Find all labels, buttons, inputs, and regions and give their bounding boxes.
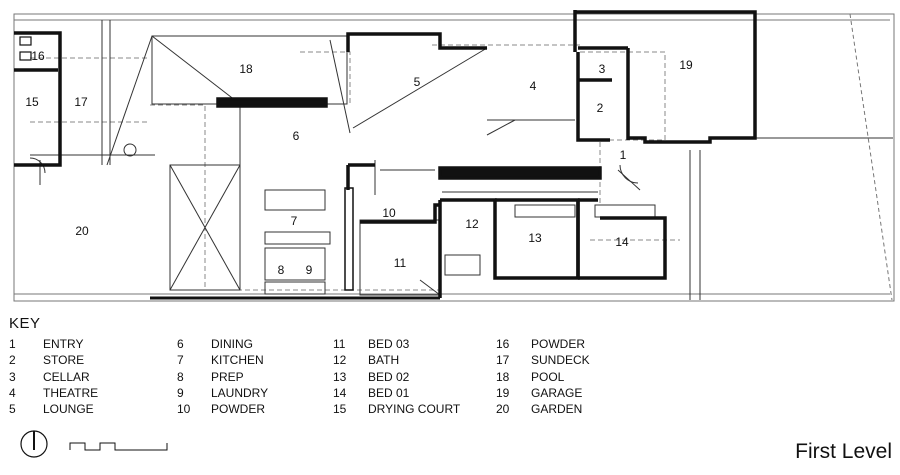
key-room-name: BED 01: [368, 385, 410, 400]
room-label: 10: [382, 206, 396, 220]
room-label: 19: [679, 58, 693, 72]
room-labels: 1 2 3 4 5 6 7 8 9 10 11 12 13 14 15 16 1…: [25, 49, 693, 277]
scale-bar: [69, 442, 168, 451]
key-room-name: THEATRE: [43, 385, 99, 400]
key-number: 19: [496, 385, 510, 400]
key-item: 9 LAUNDRY: [177, 385, 268, 401]
room-label: 5: [414, 75, 421, 89]
room-label: 3: [599, 62, 606, 76]
key-item: 3 CELLAR: [9, 369, 98, 385]
room-label: 15: [25, 95, 39, 109]
key-number: 20: [496, 402, 510, 417]
walls: [14, 10, 757, 300]
room-label: 6: [293, 129, 300, 143]
site-boundary: [13, 13, 895, 302]
key-room-name: BED 03: [368, 337, 410, 351]
room-label: 18: [239, 62, 253, 76]
room-label: 20: [75, 224, 89, 238]
north-arrow-icon: [20, 430, 48, 458]
key-number: 14: [333, 385, 347, 400]
key-number: 15: [333, 402, 347, 417]
key-number: 11: [333, 337, 346, 351]
key-item: 8 PREP: [177, 369, 268, 385]
level-title: First Level: [795, 440, 892, 463]
key-number: 4: [9, 385, 16, 400]
key-room-name: POOL: [531, 369, 565, 384]
key-item: 4 THEATRE: [9, 385, 98, 401]
key-number: 3: [9, 369, 16, 384]
key-room-name: CELLAR: [43, 369, 90, 384]
key-item: 10 POWDER: [177, 401, 268, 417]
key-column: 11 BED 03 12 BATH 13 BED 02 14 BED 01 15 DRYI…: [333, 336, 460, 417]
key-column: 1 ENTRY 2 STORE 3 CELLAR 4 THEATRE 5 LOUNGE: [9, 336, 98, 417]
key-item: 7 KITCHEN: [177, 352, 268, 368]
key-item: 13 BED 02: [333, 369, 460, 385]
key-room-name: POWDER: [531, 337, 585, 351]
key-item: 11 BED 03: [333, 336, 460, 352]
room-label: 7: [291, 214, 298, 228]
key-item: 17 SUNDECK: [496, 352, 590, 368]
key-item: 15 DRYING COURT: [333, 401, 460, 417]
key-number: 7: [177, 353, 184, 368]
key-room-name: LOUNGE: [43, 402, 94, 417]
key-room-name: STORE: [43, 353, 85, 368]
key-number: 17: [496, 353, 510, 368]
key-column: 6 DINING 7 KITCHEN 8 PREP 9 LAUNDRY 10 POWDER: [177, 336, 268, 417]
key-number: 12: [333, 353, 347, 368]
room-label: 12: [465, 217, 479, 231]
key-room-name: POWDER: [211, 402, 265, 417]
key-room-name: LAUNDRY: [211, 385, 269, 400]
key-number: 6: [177, 337, 184, 351]
key-room-name: BED 02: [368, 369, 410, 384]
key-number: 9: [177, 385, 184, 400]
key-room-name: DRYING COURT: [368, 402, 461, 417]
key-room-name: DINING: [211, 337, 253, 351]
room-label: 17: [74, 95, 88, 109]
key-item: 18 POOL: [496, 369, 590, 385]
key-item: 16 POWDER: [496, 336, 590, 352]
key-room-name: GARDEN: [531, 402, 583, 417]
interior-lines: [29, 20, 893, 300]
room-label: 9: [306, 263, 313, 277]
room-label: 2: [597, 101, 604, 115]
key-number: 2: [9, 353, 16, 368]
key-room-name: GARAGE: [531, 385, 583, 400]
key-number: 13: [333, 369, 347, 384]
key-item: 5 LOUNGE: [9, 401, 98, 417]
key-item: 6 DINING: [177, 336, 268, 352]
key-number: 10: [177, 402, 191, 417]
key-item: 14 BED 01: [333, 385, 460, 401]
key-room-name: ENTRY: [43, 337, 84, 351]
key-item: 2 STORE: [9, 352, 98, 368]
key-item: 1 ENTRY: [9, 336, 98, 352]
room-label: 4: [530, 79, 537, 93]
key-column: 16 POWDER 17 SUNDECK 18 POOL 19 GARAGE 20 GAR…: [496, 336, 590, 417]
room-label: 1: [620, 148, 627, 162]
key-room-name: SUNDECK: [531, 353, 590, 368]
key-title: KEY: [9, 315, 41, 332]
room-label: 8: [278, 263, 285, 277]
key-item: 19 GARAGE: [496, 385, 590, 401]
key-room-name: KITCHEN: [211, 353, 264, 368]
key-number: 16: [496, 337, 510, 351]
key-number: 18: [496, 369, 510, 384]
key-item: 12 BATH: [333, 352, 460, 368]
key-room-name: BATH: [368, 353, 400, 368]
room-label: 11: [394, 256, 407, 270]
room-label: 16: [31, 49, 45, 63]
room-label: 14: [615, 235, 629, 249]
key-number: 5: [9, 402, 16, 417]
key-number: 8: [177, 369, 184, 384]
key-item: 20 GARDEN: [496, 401, 590, 417]
key-number: 1: [9, 337, 16, 351]
key-room-name: PREP: [211, 369, 244, 384]
room-label: 13: [528, 231, 542, 245]
